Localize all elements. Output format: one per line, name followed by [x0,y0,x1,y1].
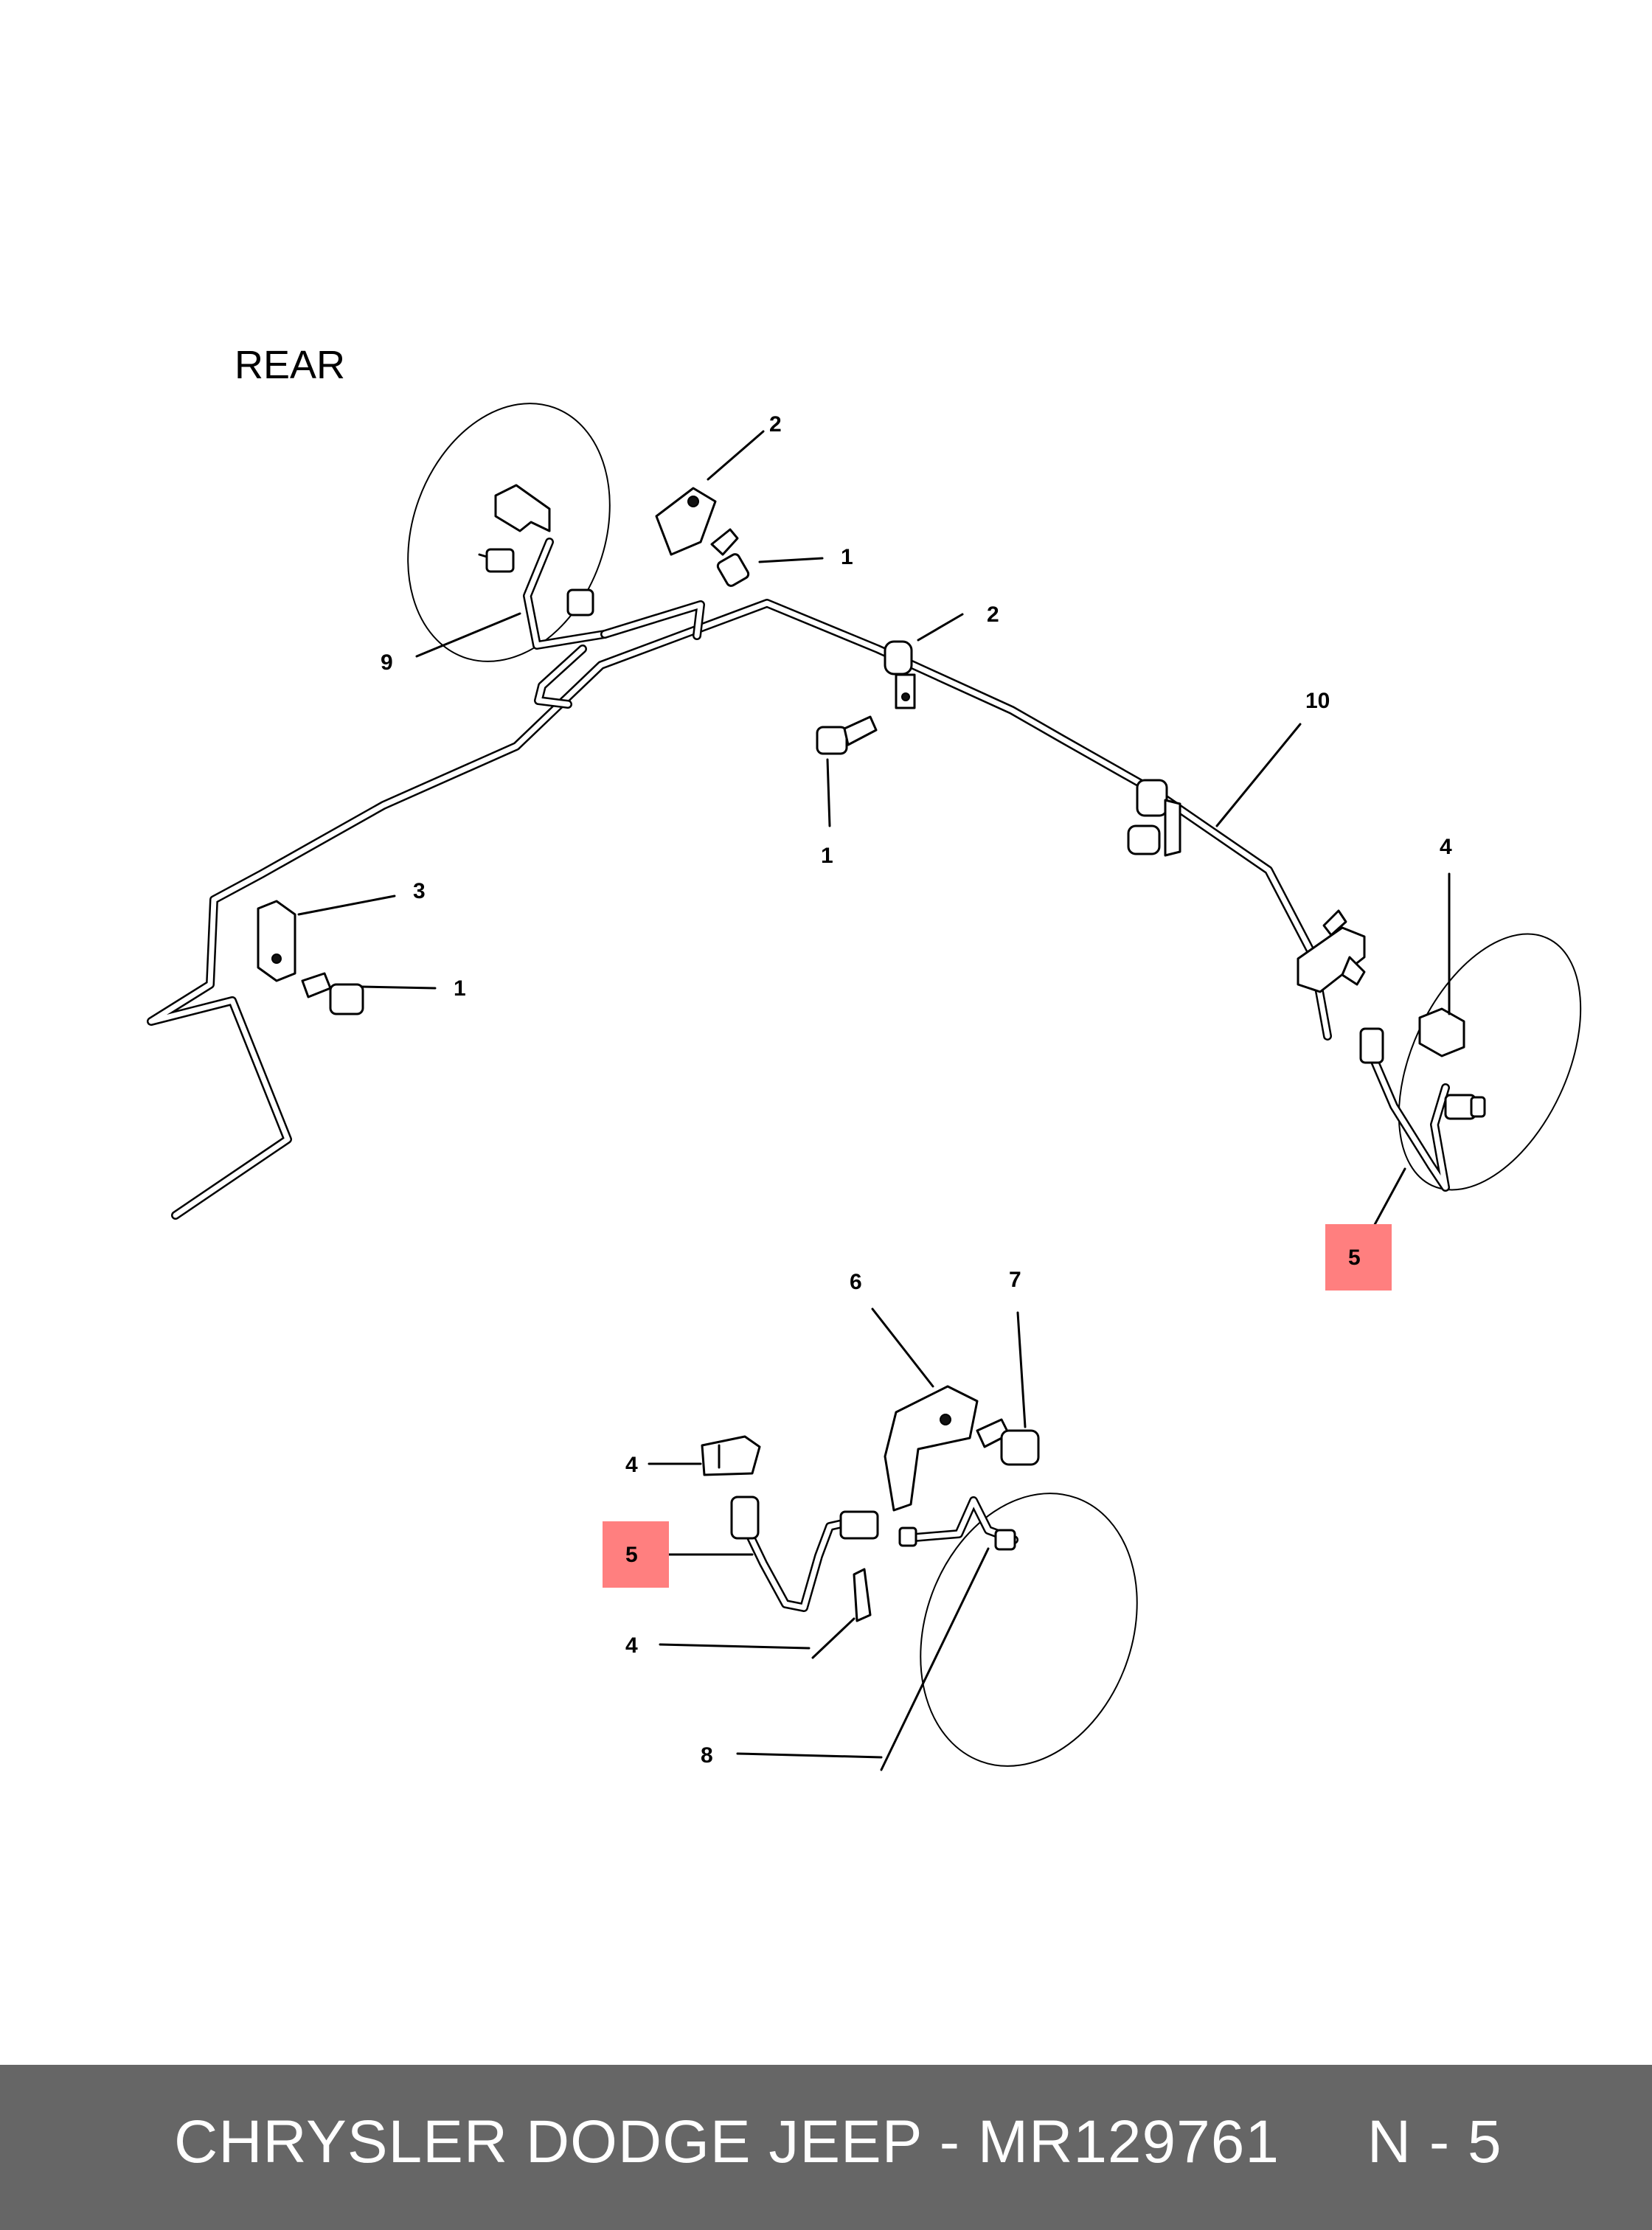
bolt-part-7 [976,1418,1040,1466]
clip-right-line [1127,779,1181,857]
callout-1-lower: 1 [454,976,466,1001]
fitting-left-a [478,548,515,573]
callout-4-detail-lower: 4 [625,1633,638,1658]
junction-block-right [1297,909,1366,993]
brake-hose-detail [730,1496,879,1612]
clip-part-3 [257,900,296,982]
clip-part-4-lower-upper [701,1435,761,1476]
right-brake-disc [1398,933,1582,1191]
callout-7: 7 [1009,1268,1021,1292]
brake-line-main [147,538,1332,1220]
fitting-left-b [566,588,594,616]
callout-10: 10 [1305,689,1330,713]
detail-brake-disc [920,1493,1138,1767]
bracket-left-upper [494,484,551,532]
bolt-part-1-middle [816,715,878,755]
brake-hose-right [1359,1027,1486,1192]
callout-4-detail-upper: 4 [625,1453,638,1477]
clip-part-2-upper [655,487,717,556]
left-brake-disc [407,403,611,662]
bolt-part-1-lower [301,972,364,1015]
highlight-box-5-detail [603,1521,669,1588]
highlight-box-5-right [1325,1224,1392,1291]
callout-3: 3 [413,879,426,903]
callout-2-middle: 2 [987,602,999,627]
callout-5-right: 5 [1348,1246,1361,1270]
callout-6: 6 [850,1270,862,1294]
view-label: REAR [235,343,345,387]
leader-lines [297,430,1451,1771]
footer-bar [0,2065,1652,2230]
callout-4-right: 4 [1440,835,1452,859]
clip-part-4-lower [853,1568,872,1622]
steel-line-part-8 [898,1496,1018,1551]
callout-1-upper: 1 [841,545,853,569]
callout-8: 8 [701,1743,713,1768]
clip-part-4-right [1418,1007,1465,1057]
brake-line-diagram: REAR [147,343,1582,1771]
callout-9: 9 [381,650,393,675]
callout-1-middle: 1 [821,844,833,868]
bolt-part-1-upper [710,528,750,587]
clip-part-2-middle [884,640,916,709]
bracket-part-6 [884,1385,979,1512]
callout-2-upper: 2 [769,412,782,437]
footer-caption: CHRYSLER DODGE JEEP - MR129761 N - 5 [174,2108,1502,2175]
callout-5-detail: 5 [625,1543,638,1567]
